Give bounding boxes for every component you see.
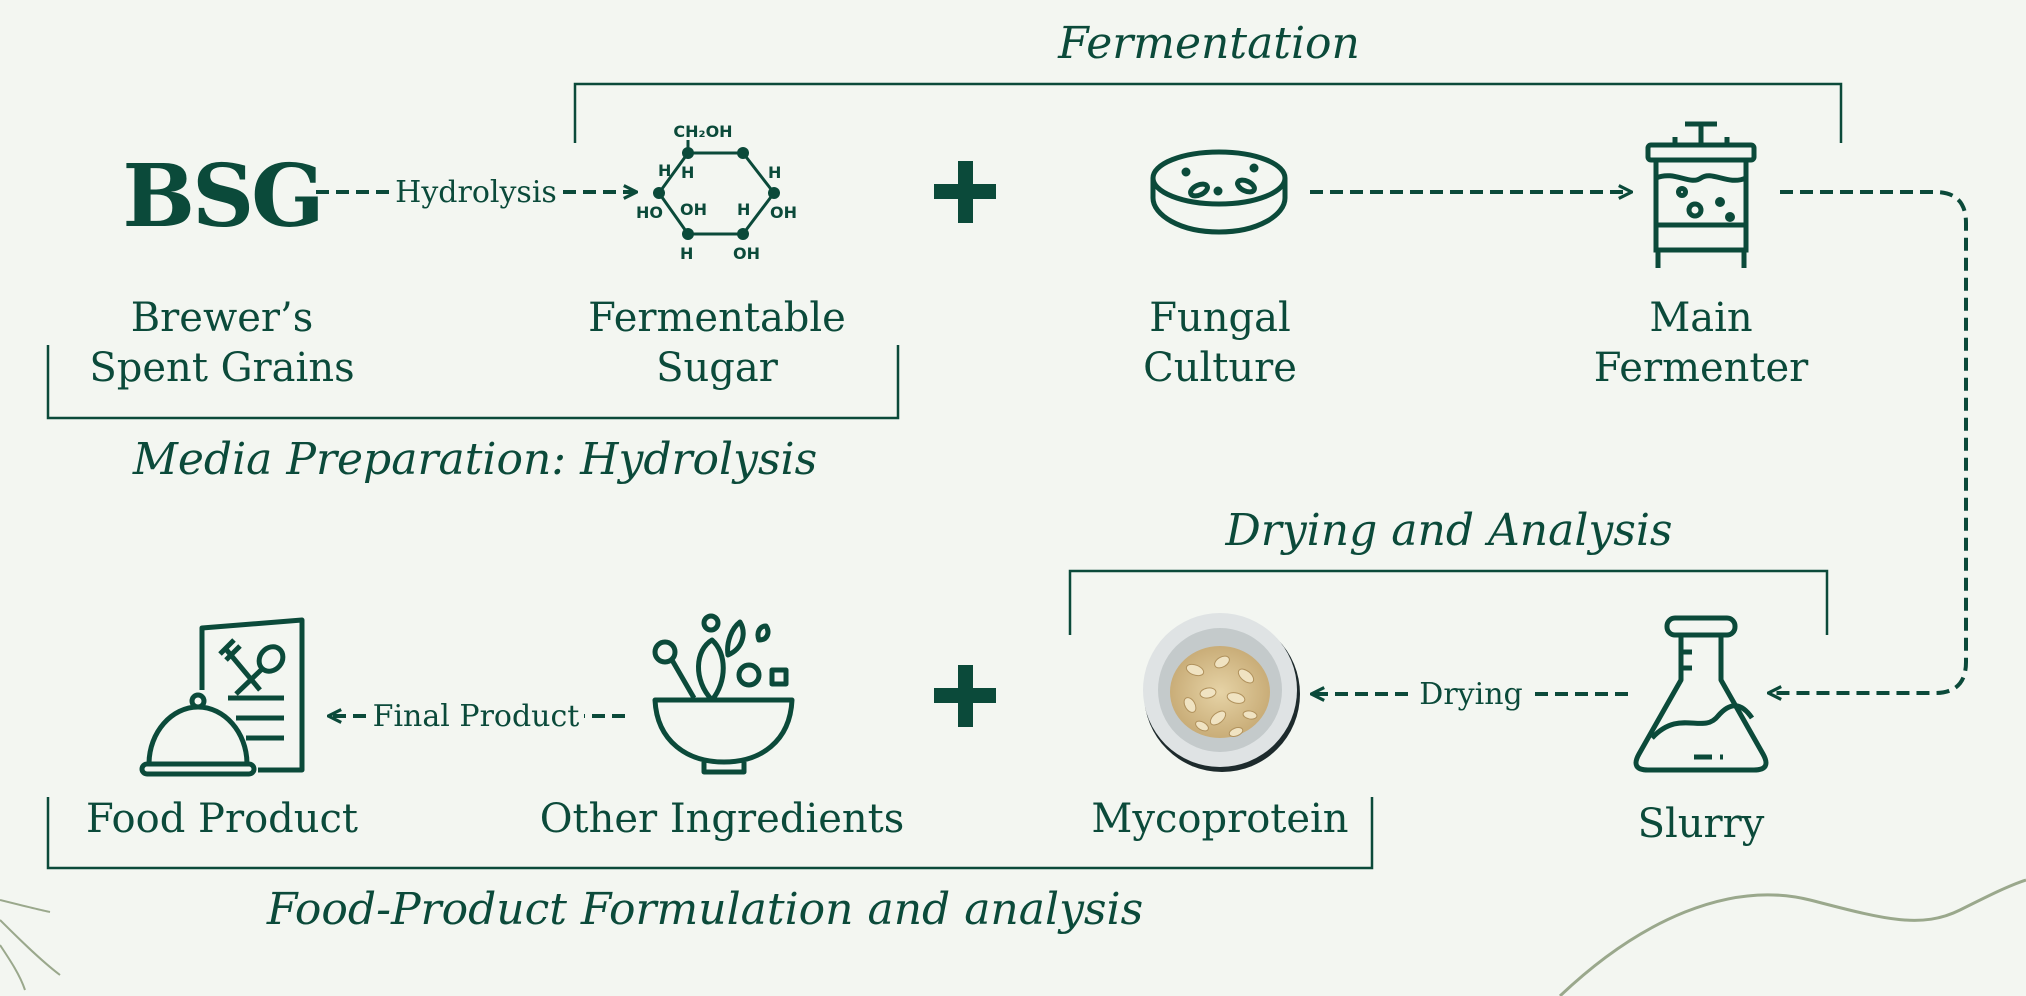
node-label-other-ingredients: Other Ingredients — [540, 796, 905, 842]
chem-label-h: H — [680, 244, 693, 263]
hydrolysis-arrow-label: Hydrolysis — [395, 175, 557, 210]
glucose-molecule-icon: CH₂OH H H H HO OH H OH H OH — [636, 122, 797, 263]
mixing-bowl-icon — [652, 613, 795, 775]
chem-label-h: H — [737, 200, 750, 219]
section-title-media-preparation: Media Preparation: Hydrolysis — [132, 434, 817, 485]
node-label-sugar-line2: Sugar — [656, 345, 779, 391]
node-label-food-product: Food Product — [86, 796, 358, 842]
node-label-bsg-line1: Brewer’s — [131, 295, 313, 341]
node-label-mycoprotein: Mycoprotein — [1091, 796, 1348, 842]
node-label-slurry: Slurry — [1638, 801, 1765, 847]
petri-dish-icon — [1150, 149, 1288, 235]
fermentation-bracket — [573, 82, 1843, 143]
media-prep-bracket — [46, 345, 900, 420]
fermenter-icon — [1645, 121, 1757, 268]
decorative-wave — [1558, 878, 2026, 996]
menu-cloche-icon — [139, 617, 305, 777]
node-label-fungal-line1: Fungal — [1149, 295, 1291, 341]
section-title-fermentation: Fermentation — [1057, 18, 1360, 69]
chem-label-ho: HO — [636, 203, 663, 222]
chem-label-h: H — [681, 163, 694, 182]
formulation-bracket — [46, 797, 1374, 870]
chem-label-ch2oh: CH₂OH — [673, 122, 732, 141]
node-label-fungal-line2: Culture — [1143, 345, 1297, 391]
fermenter-to-slurry-arrow — [1770, 190, 1968, 693]
chem-label-oh: OH — [770, 203, 797, 222]
chem-label-h: H — [658, 161, 671, 180]
node-label-fermenter-line1: Main — [1649, 295, 1752, 341]
chem-label-oh: OH — [733, 244, 760, 263]
chem-label-oh: OH — [680, 200, 707, 219]
drying-bracket — [1068, 569, 1829, 635]
mycoprotein-bowl-photo — [1143, 613, 1300, 772]
drying-arrow-label: Drying — [1419, 677, 1522, 712]
node-label-fermenter-line2: Fermenter — [1594, 345, 1809, 391]
bsg-logo: BSG — [122, 146, 321, 247]
section-title-food-formulation: Food-Product Formulation and analysis — [266, 884, 1143, 935]
plus-icon — [934, 665, 996, 727]
chem-label-h: H — [768, 163, 781, 182]
node-label-bsg-line2: Spent Grains — [89, 345, 354, 391]
plus-icon — [934, 161, 996, 223]
flask-icon — [1633, 615, 1769, 773]
decorative-leaf-icon — [0, 899, 61, 991]
node-label-sugar-line1: Fermentable — [588, 295, 846, 341]
final-product-arrow-label: Final Product — [373, 699, 580, 734]
section-title-drying-analysis: Drying and Analysis — [1225, 505, 1673, 556]
